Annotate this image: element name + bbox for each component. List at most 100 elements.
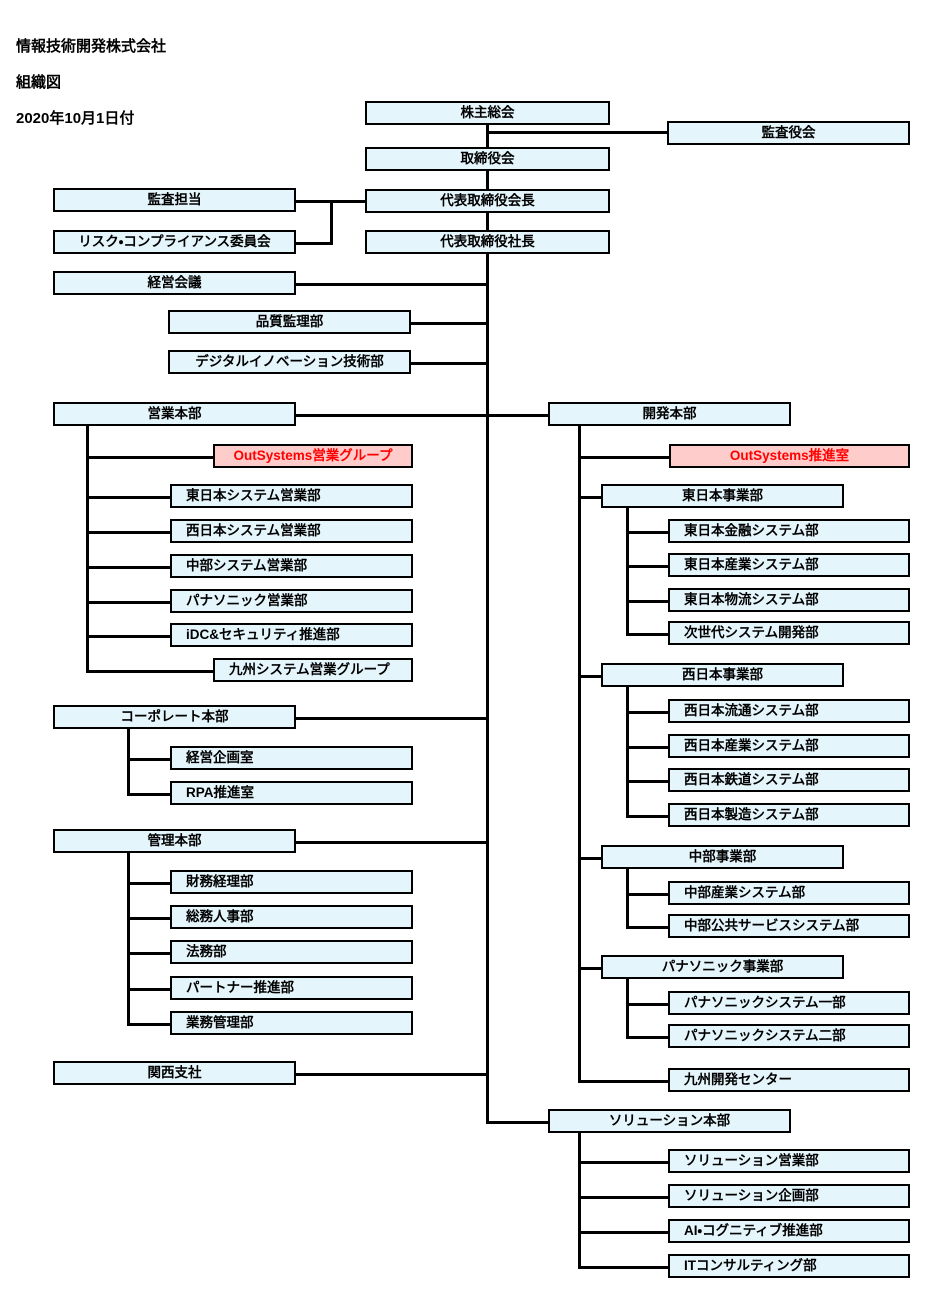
admin-child-connector-4 [127,988,173,991]
connector-sales-hq [295,414,489,417]
panasonic-child-connector-2 [626,1036,670,1039]
document-title: 組織図 [16,74,62,91]
node-finance-accounting-dept[interactable]: 財務経理部 [170,870,413,894]
connector-administration-hq [295,841,489,844]
node-kansai-branch[interactable]: 関西支社 [53,1061,296,1085]
connector-shareholders-down [486,123,489,135]
node-idc-security-promotion-dept[interactable]: iDC&セキュリティ推進部 [170,623,413,647]
dev-child-connector-chubu [578,857,602,860]
node-digital-innovation-tech-dept[interactable]: デジタルイノベーション技術部 [168,350,411,374]
node-west-japan-distribution-system-dept[interactable]: 西日本流通システム部 [668,699,910,723]
node-east-japan-finance-system-dept[interactable]: 東日本金融システム部 [668,519,910,543]
admin-child-connector-1 [127,882,173,885]
node-kyushu-development-center[interactable]: 九州開発センター [668,1068,910,1092]
node-management-meeting[interactable]: 経営会議 [53,271,296,295]
east-child-connector-3 [626,600,670,603]
node-chubu-industry-system-dept[interactable]: 中部産業システム部 [668,881,910,905]
node-solution-planning-dept[interactable]: ソリューション企画部 [668,1184,910,1208]
sales-child-connector-2 [86,496,172,499]
node-general-affairs-hr-dept[interactable]: 総務人事部 [170,905,413,929]
node-risk-compliance-committee[interactable]: リスク・コンプライアンス委員会 [53,230,296,254]
node-management-planning-office[interactable]: 経営企画室 [170,746,413,770]
west-child-connector-3 [626,780,670,783]
panasonic-child-connector-1 [626,1003,670,1006]
node-audit-officer[interactable]: 監査担当 [53,188,296,212]
company-name: 情報技術開発株式会社 [16,38,167,55]
connector-auditofficer-h [295,200,333,203]
node-chubu-public-service-system-dept[interactable]: 中部公共サービスシステム部 [668,914,910,938]
dev-child-connector-outsystems [578,456,670,459]
node-quality-supervision-dept[interactable]: 品質監理部 [168,310,411,334]
solution-child-connector-4 [578,1266,670,1269]
solution-child-connector-1 [578,1161,670,1164]
solution-hq-child-trunk [578,1133,581,1267]
node-east-japan-business-div[interactable]: 東日本事業部 [601,484,844,508]
node-it-consulting-dept[interactable]: ITコンサルティング部 [668,1254,910,1278]
connector-bar-to-board [486,131,489,149]
effective-date: 2020年10月1日付 [16,110,135,127]
dev-child-connector-kyushu [578,1080,670,1083]
sales-child-connector-7 [86,670,214,673]
connector-quality-dept [409,322,489,325]
node-audit-board[interactable]: 監査役会 [667,121,910,145]
dev-child-connector-west [578,675,602,678]
node-east-japan-logistics-system-dept[interactable]: 東日本物流システム部 [668,588,910,612]
connector-audit-risk-vertical [330,200,333,245]
node-east-japan-system-sales-dept[interactable]: 東日本システム営業部 [170,484,413,508]
solution-child-connector-2 [578,1196,670,1199]
east-child-connector-2 [626,565,670,568]
chubu-div-child-trunk [626,869,629,928]
node-outsystems-sales-group[interactable]: OutSystems営業グループ [213,444,413,468]
node-kyushu-system-sales-group[interactable]: 九州システム営業グループ [213,658,413,682]
connector-corporate-hq [295,717,489,720]
node-solution-hq[interactable]: ソリューション本部 [548,1109,791,1133]
node-sales-hq[interactable]: 営業本部 [53,402,296,426]
node-west-japan-railway-system-dept[interactable]: 西日本鉄道システム部 [668,768,910,792]
chubu-child-connector-2 [626,926,670,929]
east-div-child-trunk [626,508,629,633]
node-chubu-system-sales-dept[interactable]: 中部システム営業部 [170,554,413,578]
node-partner-promotion-dept[interactable]: パートナー推進部 [170,976,413,1000]
node-legal-dept[interactable]: 法務部 [170,940,413,964]
node-representative-president[interactable]: 代表取締役社長 [365,230,610,254]
west-child-connector-2 [626,746,670,749]
sales-hq-child-trunk [86,426,89,670]
node-ai-cognitive-promotion-dept[interactable]: AI・コグニティブ推進部 [668,1219,910,1243]
node-west-japan-business-div[interactable]: 西日本事業部 [601,663,844,687]
node-business-management-dept[interactable]: 業務管理部 [170,1011,413,1035]
corporate-child-connector-2 [127,793,173,796]
node-outsystems-promotion-office[interactable]: OutSystems推進室 [669,444,910,468]
node-chubu-business-div[interactable]: 中部事業部 [601,845,844,869]
solution-child-connector-3 [578,1231,670,1234]
node-representative-chairman[interactable]: 代表取締役会長 [365,189,610,213]
node-rpa-promotion-office[interactable]: RPA推進室 [170,781,413,805]
node-west-japan-manufacturing-system-dept[interactable]: 西日本製造システム部 [668,803,910,827]
node-administration-hq[interactable]: 管理本部 [53,829,296,853]
node-board-of-directors[interactable]: 取締役会 [365,147,610,171]
connector-board-to-chairman [486,170,489,190]
east-child-connector-4 [626,633,670,636]
node-west-japan-industry-system-dept[interactable]: 西日本産業システム部 [668,734,910,758]
node-development-hq[interactable]: 開発本部 [548,402,791,426]
connector-management-meeting [295,283,489,286]
west-div-child-trunk [626,687,629,815]
node-corporate-hq[interactable]: コーポレート本部 [53,705,296,729]
node-next-gen-system-dev-dept[interactable]: 次世代システム開発部 [668,621,910,645]
connector-kansai-branch [295,1073,489,1076]
sales-child-connector-4 [86,566,172,569]
node-panasonic-system-dept-2[interactable]: パナソニックシステム二部 [668,1024,910,1048]
corporate-hq-child-trunk [127,729,130,795]
node-panasonic-system-dept-1[interactable]: パナソニックシステム一部 [668,991,910,1015]
administration-hq-child-trunk [127,853,130,1025]
node-solution-sales-dept[interactable]: ソリューション営業部 [668,1149,910,1173]
panasonic-div-child-trunk [626,979,629,1038]
node-panasonic-sales-dept[interactable]: パナソニック営業部 [170,589,413,613]
node-west-japan-system-sales-dept[interactable]: 西日本システム営業部 [170,519,413,543]
connector-bracket-to-chairman [330,200,368,203]
node-shareholders-meeting[interactable]: 株主総会 [365,101,610,125]
sales-child-connector-3 [86,531,172,534]
development-hq-child-trunk [578,426,581,1081]
node-panasonic-business-div[interactable]: パナソニック事業部 [601,955,844,979]
node-east-japan-industry-system-dept[interactable]: 東日本産業システム部 [668,553,910,577]
